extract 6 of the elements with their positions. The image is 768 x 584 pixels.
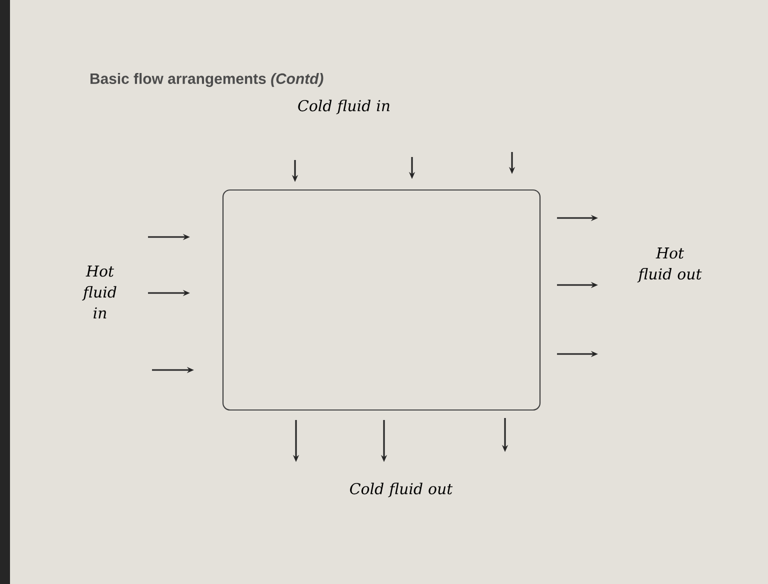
flow-label: Cold fluid out bbox=[350, 482, 453, 498]
title: Basic flow arrangements (Contd) bbox=[90, 73, 324, 87]
flow-label: Hot fluid in bbox=[82, 266, 116, 318]
flow-label: Hot fluid out bbox=[637, 248, 702, 282]
flow-label: Cold fluid in bbox=[298, 100, 390, 114]
exchanger-box bbox=[222, 189, 541, 411]
